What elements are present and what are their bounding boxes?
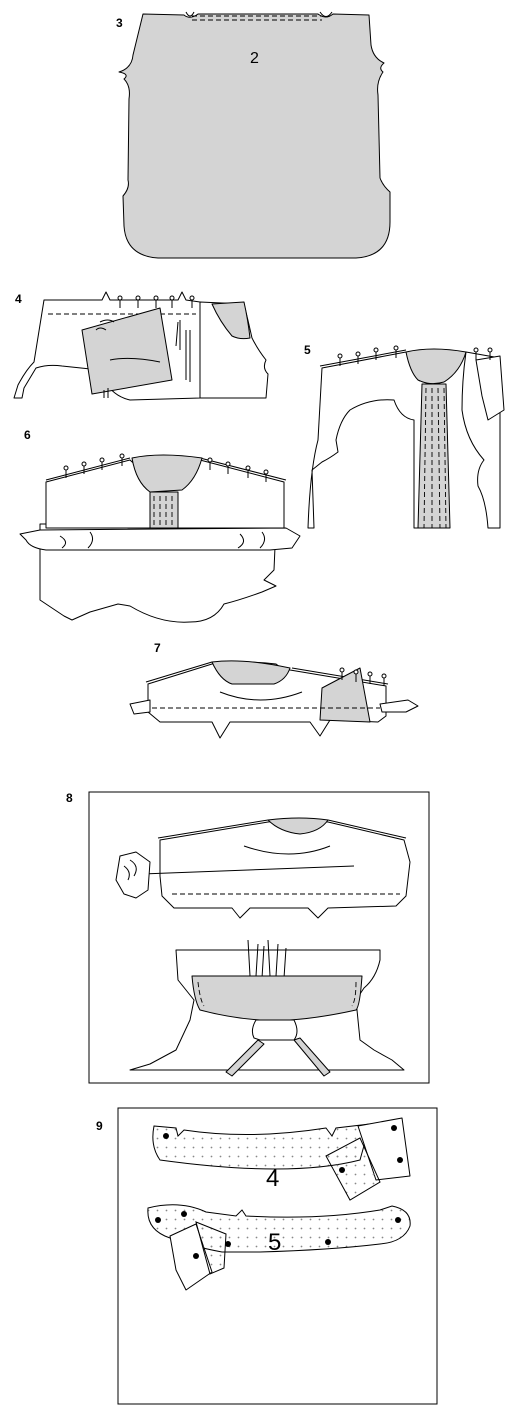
- step-6-label: 6: [24, 428, 31, 442]
- step-8-left-strap: [225, 1039, 265, 1077]
- step-7-pins: [339, 667, 387, 686]
- step-6-neck-facing: [131, 454, 203, 493]
- piece-2-shape: [118, 13, 391, 259]
- step-9-figure: 9 4 5: [96, 1107, 438, 1405]
- step-8-rolled-sleeve: [115, 851, 151, 899]
- piece-2-notch-marks: [185, 11, 333, 17]
- step-8-figure: 8: [66, 791, 430, 1084]
- step-4-fold-lines: [95, 319, 161, 363]
- step-5-figure: 5: [304, 343, 505, 529]
- step-8-label: 8: [66, 791, 73, 805]
- step-6-placket: [149, 491, 179, 529]
- piece-2-label: 2: [250, 50, 259, 67]
- step-4-gather-lines: [103, 320, 191, 398]
- step-3-label: 3: [116, 16, 123, 30]
- step-7-shoulder-edges: [145, 661, 389, 685]
- step-8-roll-folds: [123, 859, 137, 881]
- step-5-pins: [337, 345, 493, 366]
- collar-piece-5-label: 5: [268, 1229, 281, 1256]
- step-6-figure: 6: [19, 428, 301, 623]
- collar-5-marker-3: [193, 1253, 199, 1259]
- step-9-label: 9: [96, 1119, 103, 1133]
- step-8-neck-facing: [267, 817, 329, 835]
- step-8-neck-curve: [243, 845, 331, 855]
- step-8-arrow-line: [141, 865, 355, 875]
- step-8-gathers: [247, 939, 287, 979]
- step-7-neck-curve: [219, 691, 303, 701]
- step-6-roll-folds: [59, 531, 266, 549]
- step-4-corner-facing: [211, 301, 251, 340]
- collar-5-marker-2: [181, 1211, 187, 1217]
- collar-4-marker-4: [397, 1157, 403, 1163]
- step-4-figure: 4: [13, 291, 269, 401]
- collar-5-marker-5: [325, 1239, 331, 1245]
- step-7-neck-facing: [211, 660, 291, 685]
- collar-5-marker-1: [155, 1217, 161, 1223]
- step-6-pins: [63, 453, 269, 482]
- collar-piece-4-label: 4: [266, 1165, 279, 1192]
- step-8-center-neck: [251, 1019, 298, 1041]
- step-5-placket-strip: [417, 383, 451, 529]
- step-6-placket-stitches: [153, 496, 173, 528]
- step-7-figure: 7: [129, 641, 419, 739]
- step-8-right-strap: [293, 1037, 331, 1077]
- step-5-neck-facing: [405, 348, 467, 385]
- collar-4-marker-2: [339, 1167, 345, 1173]
- step-7-label: 7: [154, 641, 161, 655]
- collar-piece-5-fold: [195, 1221, 227, 1275]
- step-5-label: 5: [304, 343, 311, 357]
- step-8-yoke-band: [191, 975, 363, 1021]
- collar-piece-4-fold: [325, 1137, 381, 1201]
- collar-4-marker-1: [163, 1133, 169, 1139]
- step-6-shoulder-edges: [45, 457, 287, 481]
- step-7-folded-corner: [319, 667, 371, 723]
- step-8-shoulder-edges: [157, 819, 407, 839]
- step-4-label: 4: [15, 292, 22, 306]
- step-6-rolled-sleeve: [19, 527, 301, 551]
- step-5-right-flap: [475, 355, 505, 421]
- collar-4-marker-3: [391, 1125, 397, 1131]
- step-3-figure: 3 2: [116, 11, 391, 259]
- step-5-shoulder-edge: [319, 349, 407, 367]
- step-4-pins: [117, 295, 195, 308]
- collar-5-marker-4: [225, 1241, 231, 1247]
- collar-5-marker-6: [395, 1217, 401, 1223]
- step-7-sleeve-roll: [129, 699, 419, 715]
